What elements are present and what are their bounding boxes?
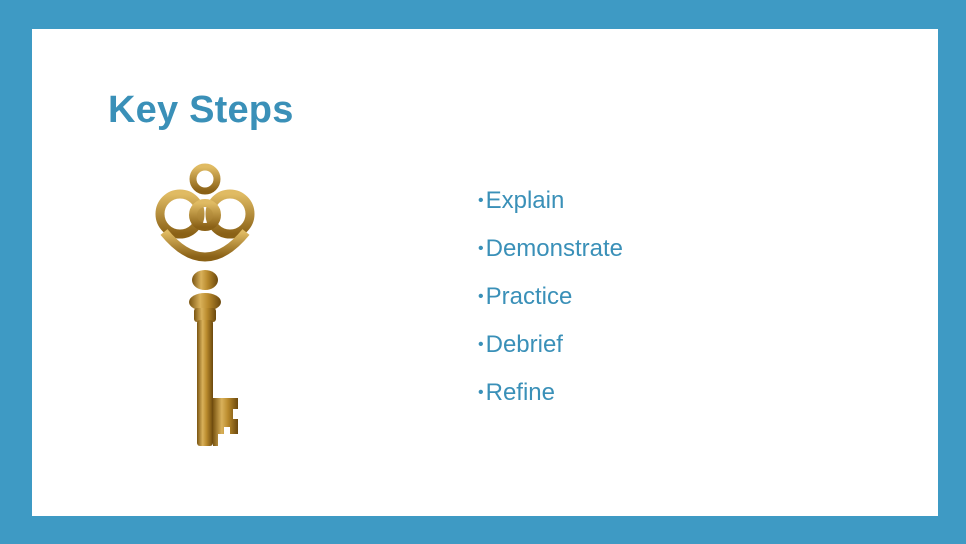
- slide: Key Steps: [32, 29, 938, 516]
- bullet-label: Debrief: [485, 331, 563, 358]
- bullet-dot: •: [478, 191, 484, 209]
- bullet-dot: •: [478, 287, 484, 305]
- bullet-dot: •: [478, 239, 484, 257]
- bullet-item-explain: •Explain: [478, 177, 623, 225]
- bullet-label: Practice: [485, 283, 573, 310]
- slide-title: Key Steps: [108, 89, 294, 131]
- bullet-dot: •: [478, 383, 484, 401]
- bullet-dot: •: [478, 335, 484, 353]
- bullet-label: Refine: [485, 379, 555, 406]
- bullet-item-refine: •Refine: [478, 369, 623, 417]
- bullet-list: •Explain •Demonstrate •Practice •Debrief…: [478, 177, 623, 417]
- bullet-label: Explain: [485, 187, 565, 214]
- bullet-item-practice: •Practice: [478, 273, 623, 321]
- key-icon: [155, 163, 255, 446]
- bullet-item-demonstrate: •Demonstrate: [478, 225, 623, 273]
- bullet-label: Demonstrate: [485, 235, 623, 262]
- bullet-item-debrief: •Debrief: [478, 321, 623, 369]
